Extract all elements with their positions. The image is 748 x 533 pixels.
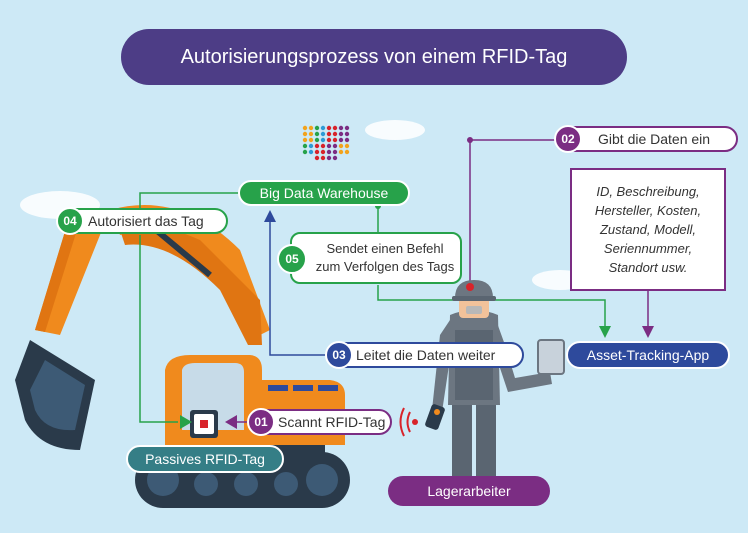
step-03-label: Leitet die Daten weiter: [330, 342, 524, 368]
step-02-badge: 02: [554, 125, 582, 153]
rfid-tag-chip: [190, 410, 218, 438]
step-05-text-line2: zum Verfolgen des Tags: [315, 259, 455, 274]
warehouse-worker-node: Lagerarbeiter: [388, 476, 550, 506]
step-05-text-line1: Sendet einen Befehl: [326, 241, 444, 256]
step-02-label: Gibt die Daten ein: [562, 126, 738, 152]
data-fields-box: ID, Beschreibung, Hersteller, Kosten, Zu…: [570, 168, 726, 291]
worker-figure: [425, 280, 552, 480]
step-05-badge: 05: [277, 244, 307, 274]
step-03-text: Leitet die Daten weiter: [356, 347, 496, 363]
step-03-badge: 03: [325, 341, 353, 369]
tablet-icon: [537, 339, 565, 375]
data-grid-icon: [302, 125, 350, 161]
data-line-2: Hersteller, Kosten,: [594, 203, 702, 218]
big-data-warehouse-node: Big Data Warehouse: [238, 180, 410, 206]
asset-tracking-app-node: Asset-Tracking-App: [566, 341, 730, 369]
step-04-badge: 04: [56, 207, 84, 235]
step-04-label: Autorisiert das Tag: [58, 208, 228, 234]
rfid-signal-icon: [399, 407, 411, 437]
step-01-label: Scannt RFID-Tag: [252, 409, 392, 435]
step-04-text: Autorisiert das Tag: [88, 213, 204, 229]
step-02-text: Gibt die Daten ein: [598, 131, 711, 147]
passive-rfid-tag-node: Passives RFID-Tag: [126, 445, 284, 473]
step-01-text: Scannt RFID-Tag: [278, 414, 386, 430]
data-line-5: Standort usw.: [608, 260, 688, 275]
step-05-label: Sendet einen Befehl zum Verfolgen des Ta…: [290, 232, 462, 284]
data-line-3: Zustand, Modell,: [599, 222, 697, 237]
data-line-4: Seriennummer,: [603, 241, 693, 256]
data-line-1: ID, Beschreibung,: [596, 184, 700, 199]
step-01-badge: 01: [247, 408, 275, 436]
page-title: Autorisierungsprozess von einem RFID-Tag: [121, 29, 627, 85]
